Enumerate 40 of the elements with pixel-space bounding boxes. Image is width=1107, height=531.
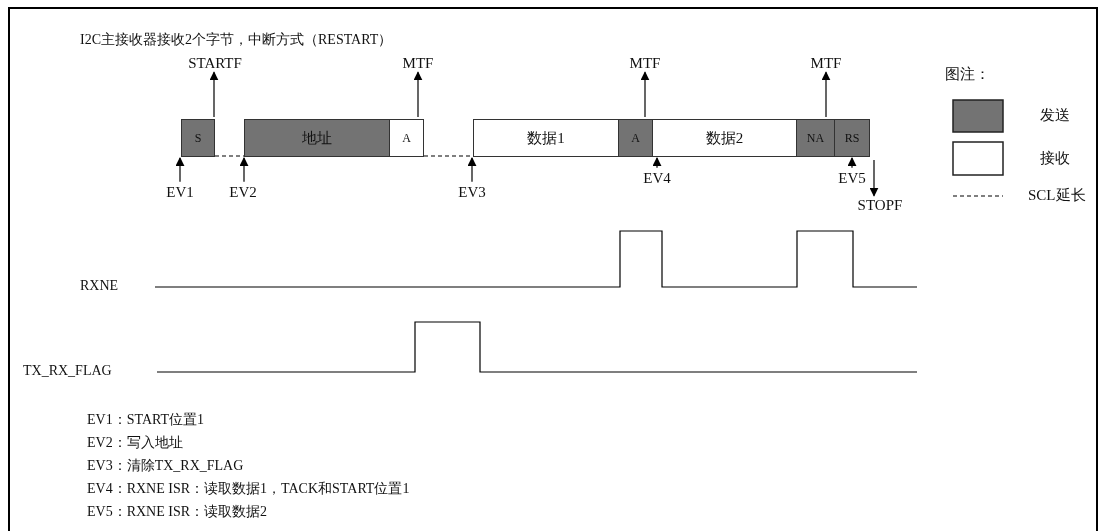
frame-segment: NA <box>796 119 835 157</box>
flag-label: MTF <box>810 54 842 72</box>
legend-text: 接收 <box>1040 148 1070 168</box>
arrow <box>175 157 185 183</box>
event-label: EV2 <box>229 183 257 201</box>
arrow <box>640 71 650 118</box>
arrow <box>652 157 662 169</box>
note-text: EV2：写入地址 <box>87 434 183 452</box>
note-text: EV5：RXNE ISR：读取数据2 <box>87 503 268 521</box>
flag-label: STOPF <box>857 196 903 214</box>
event-label: EV3 <box>458 183 486 201</box>
arrow <box>239 157 249 183</box>
legend-text: 发送 <box>1040 106 1070 125</box>
arrow <box>869 159 879 197</box>
note-text: EV1：START位置1 <box>87 411 205 429</box>
legend-title: 图注： <box>945 65 990 84</box>
arrow <box>467 157 477 183</box>
event-label: EV5 <box>838 169 866 187</box>
frame-segment: A <box>618 119 653 157</box>
frame-segment: 地址 <box>244 119 390 157</box>
flag-label: MTF <box>629 54 661 72</box>
frame-segment: A <box>389 119 424 157</box>
signal-name: RXNE <box>80 278 119 294</box>
note-text: EV4：RXNE ISR：读取数据1，TACK和START位置1 <box>87 480 410 498</box>
arrow <box>821 71 831 118</box>
event-label: EV4 <box>643 169 671 187</box>
legend-text: SCL延长 <box>1028 186 1086 205</box>
diagram-title: I2C主接收器接收2个字节，中断方式（RESTART） <box>80 31 393 49</box>
frame-segment: 数据2 <box>652 119 797 157</box>
frame-segment: 数据1 <box>473 119 619 157</box>
event-label: EV1 <box>166 183 194 201</box>
signal-name: TX_RX_FLAG <box>23 363 112 379</box>
arrow <box>847 157 857 169</box>
arrow <box>413 71 423 118</box>
flag-label: STARTF <box>188 54 242 72</box>
note-text: EV3：清除TX_RX_FLAG <box>87 457 244 475</box>
flag-label: MTF <box>402 54 434 72</box>
frame-segment: RS <box>834 119 870 157</box>
frame-segment: S <box>181 119 215 157</box>
arrow <box>209 71 219 118</box>
